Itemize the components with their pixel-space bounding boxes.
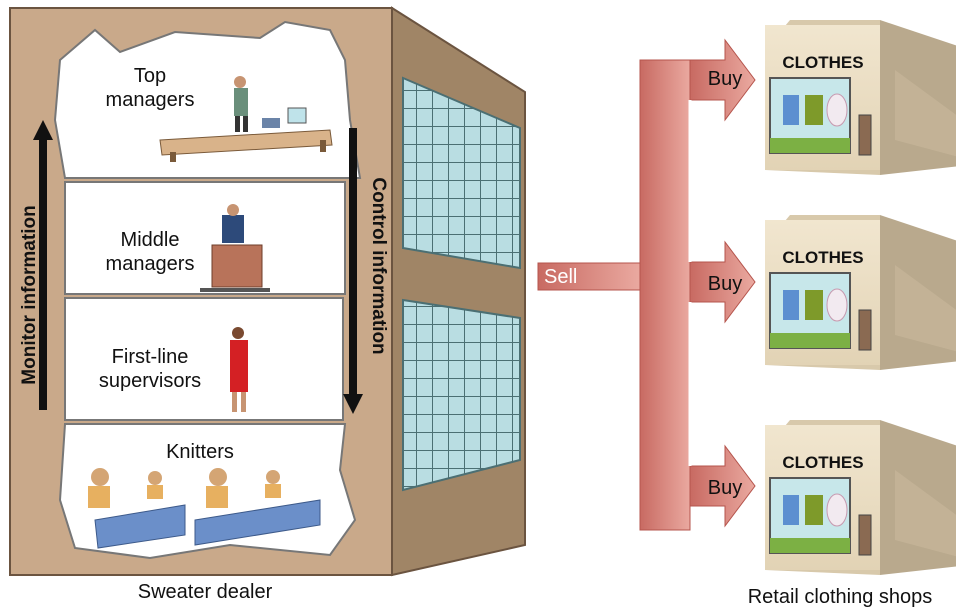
building-window-lower: [402, 298, 521, 492]
flow-trunk: [639, 59, 691, 531]
sell-buy-flow: [537, 38, 756, 531]
control-information-arrow: [343, 128, 363, 414]
supervisor-illustration: [230, 327, 248, 412]
sell-label: Sell: [544, 266, 578, 288]
shop-1: CLOTHES: [764, 19, 956, 176]
buy-arrow-3: [689, 444, 756, 528]
buy-label-1: Buy: [707, 68, 743, 90]
shop-2: CLOTHES: [764, 214, 956, 371]
buy-arrow-2: [689, 240, 756, 324]
buy-label-3: Buy: [707, 477, 743, 499]
monitor-information-label: Monitor information: [19, 205, 40, 385]
floor-label-top-managers: Top managers: [105, 65, 195, 111]
floor-middle: [64, 181, 346, 295]
building: [9, 6, 526, 577]
floor-third: [64, 297, 344, 421]
shop-1-sign: CLOTHES: [782, 53, 863, 72]
control-information-label: Control information: [368, 177, 389, 355]
buy-label-2: Buy: [707, 273, 743, 295]
top-managers-illustration: [159, 76, 333, 162]
floor-label-knitters: Knitters: [166, 441, 234, 463]
floor-label-first-line-supervisors: First-line supervisors: [98, 346, 202, 392]
buy-arrow-1: [689, 38, 756, 122]
shop-2-sign: CLOTHES: [782, 248, 863, 267]
shops-caption: Retail clothing shops: [747, 586, 933, 608]
shop-3-sign: CLOTHES: [782, 453, 863, 472]
building-caption: Sweater dealer: [137, 581, 273, 603]
middle-managers-illustration: [200, 204, 270, 292]
building-window-upper: [402, 76, 521, 270]
floor-label-middle-managers: Middle managers: [105, 229, 195, 275]
monitor-information-arrow: [33, 120, 53, 410]
knitters-illustration: [88, 468, 321, 549]
shop-3: CLOTHES: [764, 419, 956, 576]
